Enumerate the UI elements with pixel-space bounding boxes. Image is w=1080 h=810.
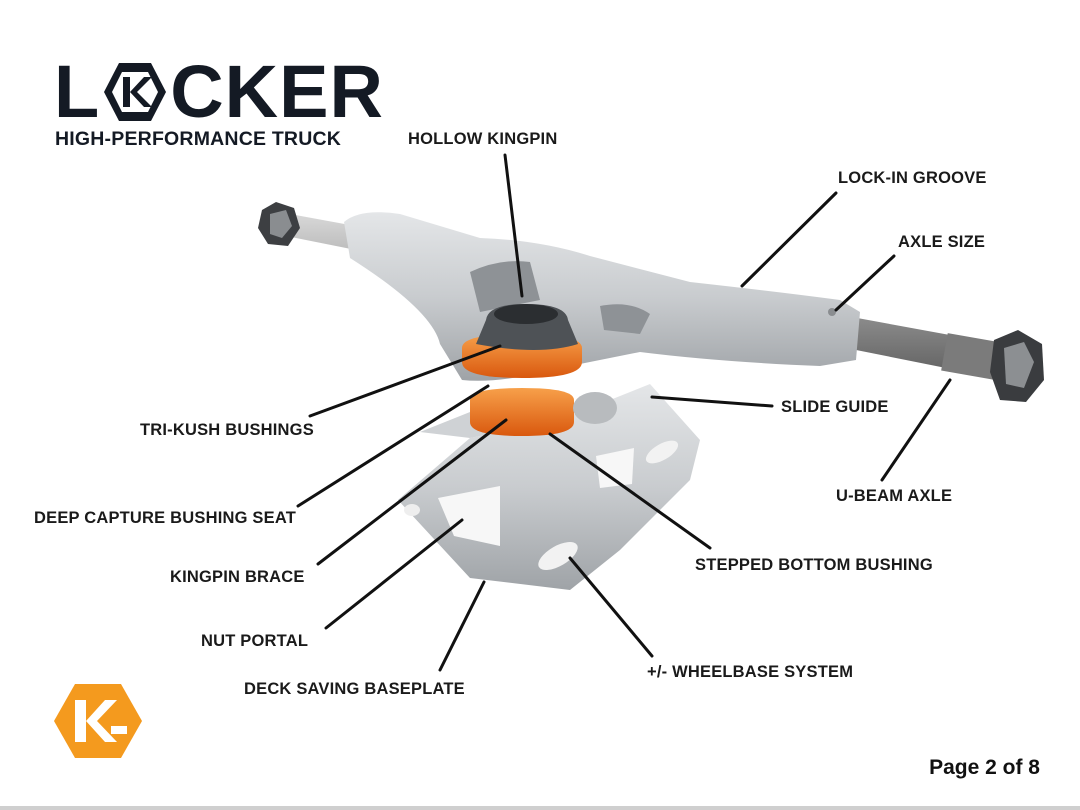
- leader-nut-portal: [324, 518, 464, 630]
- kingpin-cup: [476, 304, 578, 350]
- kg-hexagon-logo-icon: [104, 63, 167, 121]
- label-tri-kush-bushings: TRI-KUSH BUSHINGS: [140, 421, 314, 439]
- label-slide-guide: SLIDE GUIDE: [781, 398, 889, 416]
- locker-logo: L CKER: [54, 50, 384, 133]
- bottom-bushing: [470, 388, 617, 436]
- label-kingpin-brace: KINGPIN BRACE: [170, 568, 305, 586]
- logo-subtitle: HIGH-PERFORMANCE TRUCK: [55, 128, 342, 150]
- left-axle-nut: [258, 202, 300, 246]
- leader-kingpin-brace: [316, 418, 508, 566]
- kg-badge-logo-icon: [54, 684, 142, 758]
- leader-stepped-bottom: [548, 432, 712, 550]
- logo-letter-l: L: [54, 50, 101, 133]
- right-axle-nut: [990, 330, 1044, 402]
- leader-u-beam: [880, 378, 952, 482]
- leader-lock-in-groove: [740, 191, 838, 288]
- logo-letters-cker: CKER: [170, 50, 384, 133]
- leader-tri-kush: [308, 344, 502, 418]
- label-axle-size: AXLE SIZE: [898, 233, 986, 251]
- label-lock-in-groove: LOCK-IN GROOVE: [838, 169, 987, 187]
- leader-slide-guide: [650, 395, 774, 408]
- label-stepped-bottom-bushing: STEPPED BOTTOM BUSHING: [695, 556, 933, 574]
- label-wheelbase-system: +/- WHEELBASE SYSTEM: [647, 663, 854, 681]
- bottom-divider: [0, 806, 1080, 810]
- label-hollow-kingpin: HOLLOW KINGPIN: [408, 130, 558, 148]
- label-nut-portal: NUT PORTAL: [201, 632, 309, 650]
- leader-deep-capture: [296, 384, 490, 508]
- leader-axle-size: [834, 254, 896, 312]
- leader-wheelbase: [568, 556, 654, 658]
- leader-lines: [296, 153, 952, 672]
- hanger: [344, 212, 860, 381]
- leader-deck-saving: [438, 580, 486, 672]
- leader-hollow-kingpin: [503, 153, 524, 298]
- page-indicator: Page 2 of 8: [929, 756, 1040, 779]
- label-deep-capture-bushing-seat: DEEP CAPTURE BUSHING SEAT: [34, 509, 297, 527]
- label-u-beam-axle: U-BEAM AXLE: [836, 487, 953, 505]
- label-deck-saving-baseplate: DECK SAVING BASEPLATE: [244, 680, 465, 698]
